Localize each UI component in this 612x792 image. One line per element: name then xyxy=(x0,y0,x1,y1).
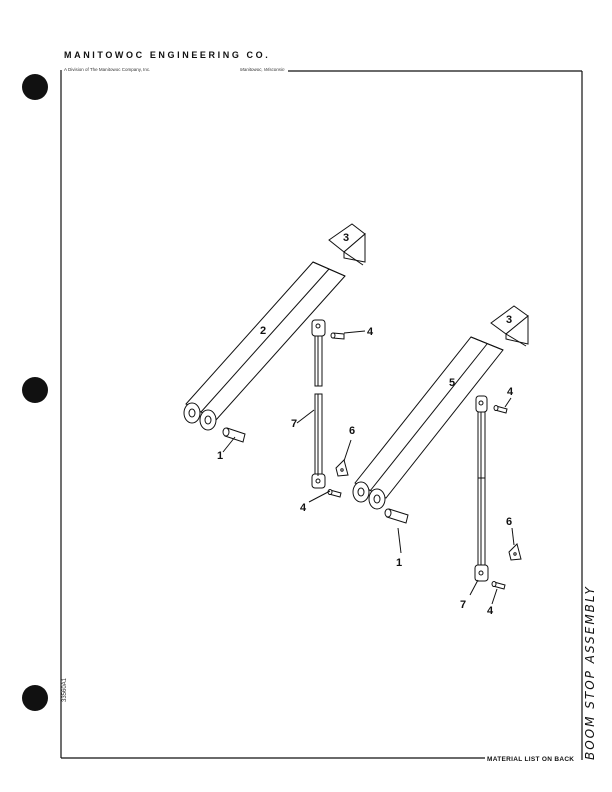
left-assembly xyxy=(183,223,366,503)
small-pin-icon xyxy=(327,489,342,498)
stop-rod-icon xyxy=(311,319,326,387)
punch-hole-icon xyxy=(22,74,48,100)
leader-lines xyxy=(397,397,515,605)
small-pin-icon xyxy=(493,405,508,414)
callout-2: 2 xyxy=(260,325,266,337)
callout-6: 6 xyxy=(349,425,355,437)
company-name: MANITOWOC ENGINEERING CO. xyxy=(64,50,271,60)
callout-numbers: 3 2 4 7 6 1 4 3 5 4 6 1 7 4 xyxy=(217,232,514,617)
page-frame xyxy=(60,70,583,760)
callout-7: 7 xyxy=(291,418,297,430)
callout-6: 6 xyxy=(506,516,512,528)
stop-rod-icon xyxy=(311,393,326,489)
material-list-note: MATERIAL LIST ON BACK xyxy=(487,756,575,763)
pivot-pin-icon xyxy=(384,508,409,524)
callout-1: 1 xyxy=(396,557,402,569)
punch-hole-icon xyxy=(22,377,48,403)
callout-1: 1 xyxy=(217,450,223,462)
boom-stop-arm-icon xyxy=(352,336,504,510)
callout-4: 4 xyxy=(507,386,514,398)
small-pin-icon xyxy=(491,581,506,590)
callout-4: 4 xyxy=(487,605,494,617)
stop-plate-icon xyxy=(508,543,522,561)
boom-stop-arm-icon xyxy=(183,261,346,431)
stop-plate-icon xyxy=(335,459,349,477)
stop-bracket-icon xyxy=(490,305,529,347)
callout-4: 4 xyxy=(367,326,374,338)
callout-5: 5 xyxy=(449,377,455,389)
callout-4: 4 xyxy=(300,502,307,514)
callout-3: 3 xyxy=(343,232,349,244)
right-assembly xyxy=(352,305,529,605)
pivot-pin-icon xyxy=(222,427,246,443)
location-line: Manitowoc, Wisconsin xyxy=(240,67,285,72)
assembly-title: BOOM STOP ASSEMBLY xyxy=(583,585,597,760)
document-number: 33560A1 xyxy=(62,677,68,702)
leader-lines xyxy=(222,330,366,503)
callout-7: 7 xyxy=(460,599,466,611)
division-line: A Division of The Manitowoc Company, Inc… xyxy=(64,67,151,72)
stop-rod-icon xyxy=(474,395,489,582)
punch-hole-icon xyxy=(22,685,48,711)
stop-bracket-icon xyxy=(328,223,366,266)
small-pin-icon xyxy=(330,332,345,340)
callout-3: 3 xyxy=(506,314,512,326)
